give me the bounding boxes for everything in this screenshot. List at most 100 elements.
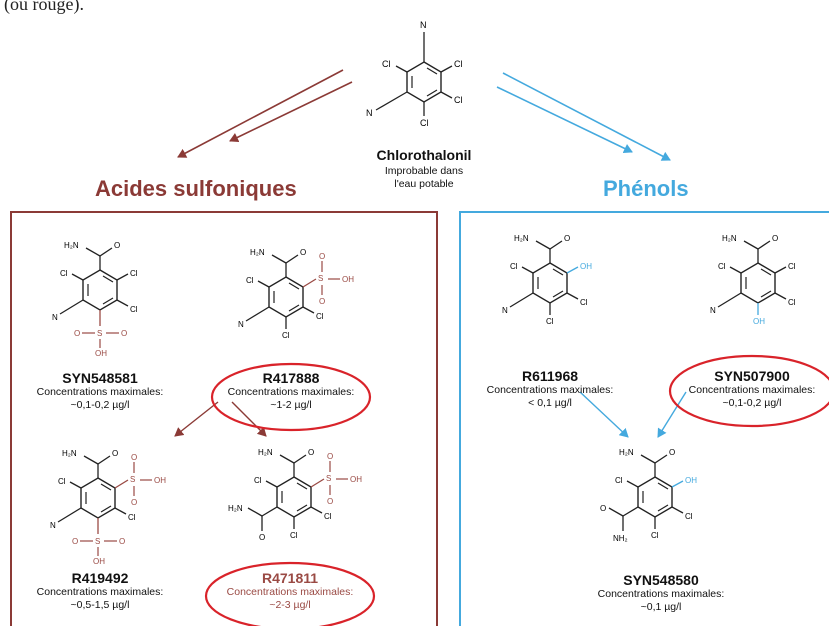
atom-label: O bbox=[319, 297, 325, 306]
compound-id: SYN507900 bbox=[714, 368, 790, 384]
atom-label: Cl bbox=[420, 118, 429, 128]
atom-label: N bbox=[710, 306, 716, 315]
atom-label: H₂N bbox=[64, 241, 79, 250]
structure-r471811: O H₂N S O O OH Cl Cl Cl H₂N O bbox=[228, 448, 362, 542]
atom-label: Cl bbox=[324, 512, 332, 521]
atom-label: S bbox=[326, 474, 331, 483]
atom-label: Cl bbox=[246, 276, 254, 285]
structure-r419492: O H₂N S O O OH Cl Cl N S O O OH bbox=[50, 449, 166, 566]
atom-label: O bbox=[564, 234, 570, 243]
atom-label: Cl bbox=[615, 476, 623, 485]
atom-label: Cl bbox=[60, 269, 68, 278]
atom-label: N bbox=[366, 108, 373, 118]
compound-value: ~1-2 µg/l bbox=[270, 399, 312, 411]
atom-label: N bbox=[52, 313, 58, 322]
atom-label: OH bbox=[753, 317, 765, 326]
highlight-r471811 bbox=[204, 561, 376, 626]
chlorothalonil-block: Chlorothalonil Improbable dans l'eau pot… bbox=[344, 147, 504, 191]
atom-label: O bbox=[131, 498, 137, 507]
group-title-phenols: Phénols bbox=[603, 176, 689, 201]
atom-label: Cl bbox=[130, 269, 138, 278]
atom-label: Cl bbox=[580, 298, 588, 307]
atom-label: H₂N bbox=[619, 448, 634, 457]
compound-label: Concentrations maximales: bbox=[227, 386, 355, 398]
phenols-box bbox=[459, 211, 829, 626]
atom-label: Cl bbox=[316, 312, 324, 321]
atom-label: Cl bbox=[718, 262, 726, 271]
atom-label: O bbox=[74, 329, 80, 338]
compound-syn548581: SYN548581 Concentrations maximales: ~0,1… bbox=[0, 370, 200, 412]
compound-r611968: R611968 Concentrations maximales: < 0,1 … bbox=[450, 368, 650, 410]
compound-label: Concentrations maximales: bbox=[486, 384, 614, 396]
structure-r611968: O H₂N OH Cl Cl Cl N bbox=[502, 234, 592, 326]
atom-label: O bbox=[308, 448, 314, 457]
group-title-acides: Acides sulfoniques bbox=[95, 176, 297, 201]
compound-value: ~2-3 µg/l bbox=[269, 599, 311, 611]
atom-label: Cl bbox=[128, 513, 136, 522]
arrow-r417888-r419492 bbox=[174, 401, 219, 437]
arrow-r417888-r471811 bbox=[231, 401, 267, 437]
atom-label: H₂N bbox=[258, 448, 273, 457]
compound-label: Concentrations maximales: bbox=[597, 588, 725, 600]
atom-label: O bbox=[112, 449, 118, 458]
arrow-syn507900-syn548580 bbox=[657, 391, 687, 438]
compound-syn548580: SYN548580 Concentrations maximales: ~0,1… bbox=[561, 572, 761, 614]
atom-label: S bbox=[95, 537, 100, 546]
atom-label: Cl bbox=[685, 512, 693, 521]
atom-label: O bbox=[772, 234, 778, 243]
atom-label: O bbox=[119, 537, 125, 546]
compound-id: R611968 bbox=[521, 368, 579, 384]
compound-id: R471811 bbox=[261, 570, 319, 586]
compound-id: SYN548581 bbox=[62, 370, 138, 386]
atom-label: N bbox=[502, 306, 508, 315]
structure-r417888: O H₂N S O O OH Cl Cl Cl N bbox=[238, 248, 354, 340]
atom-label: Cl bbox=[382, 59, 391, 69]
atom-label: H₂N bbox=[62, 449, 77, 458]
atom-label: NH₂ bbox=[613, 534, 628, 543]
atom-label: OH bbox=[93, 557, 105, 566]
atom-label: Cl bbox=[254, 476, 262, 485]
compound-label: Concentrations maximales: bbox=[36, 386, 164, 398]
atom-label: Cl bbox=[510, 262, 518, 271]
compound-value: ~0,1-0,2 µg/l bbox=[70, 399, 130, 411]
atom-label: Cl bbox=[58, 477, 66, 486]
highlight-syn507900 bbox=[668, 354, 829, 428]
atom-label: OH bbox=[580, 262, 592, 271]
atom-label: H₂N bbox=[250, 248, 265, 257]
atom-label: OH bbox=[154, 476, 166, 485]
atom-label: O bbox=[259, 533, 265, 542]
compound-value: < 0,1 µg/l bbox=[528, 397, 572, 409]
arrow-to-acides bbox=[177, 69, 353, 158]
top-text-fragment: (ou rouge). bbox=[4, 0, 84, 14]
atom-label: Cl bbox=[282, 331, 290, 340]
atom-label: Cl bbox=[546, 317, 554, 326]
compound-id: SYN548580 bbox=[623, 572, 699, 588]
compound-id: R419492 bbox=[71, 570, 129, 586]
atom-label: O bbox=[131, 453, 137, 462]
atom-label: Cl bbox=[454, 59, 463, 69]
atom-label: Cl bbox=[454, 95, 463, 105]
compound-label: Concentrations maximales: bbox=[688, 384, 816, 396]
highlight-r417888 bbox=[210, 362, 372, 432]
atom-label: O bbox=[669, 448, 675, 457]
compound-r419492: R419492 Concentrations maximales: ~0,5-1… bbox=[0, 570, 200, 612]
compound-r417888: R417888 Concentrations maximales: ~1-2 µ… bbox=[191, 370, 391, 412]
compound-label: Concentrations maximales: bbox=[226, 586, 354, 598]
atom-label: S bbox=[97, 329, 102, 338]
atom-label: OH bbox=[685, 476, 697, 485]
arrow-r611968-syn548580 bbox=[579, 391, 629, 438]
chlorothalonil-note: Improbable dans l'eau potable bbox=[384, 165, 464, 190]
structure-syn507900: O H₂N Cl Cl Cl OH N bbox=[710, 234, 796, 326]
structure-syn548581: O H₂N Cl Cl Cl N S O O OH bbox=[52, 241, 138, 358]
atom-label: O bbox=[327, 452, 333, 461]
atom-label: O bbox=[319, 252, 325, 261]
atom-label: O bbox=[327, 497, 333, 506]
atom-label: N bbox=[50, 521, 56, 530]
compound-r471811: R471811 Concentrations maximales: ~2-3 µ… bbox=[190, 570, 390, 612]
atom-label: O bbox=[72, 537, 78, 546]
structure-syn548580: O H₂N OH Cl Cl Cl O NH₂ bbox=[600, 448, 697, 543]
atom-label: OH bbox=[350, 475, 362, 484]
atom-label: Cl bbox=[651, 531, 659, 540]
atom-label: OH bbox=[342, 275, 354, 284]
